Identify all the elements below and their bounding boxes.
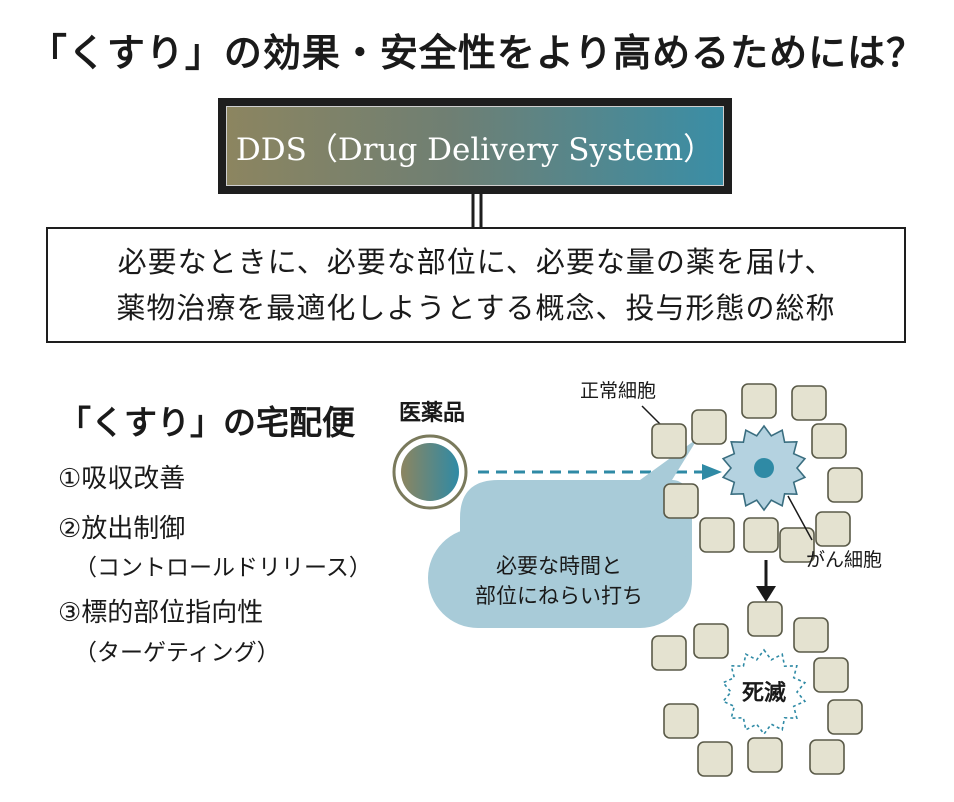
death-label: 死滅	[742, 681, 786, 706]
dds-label: DDS（Drug Delivery System）	[226, 106, 724, 186]
delivery-arrow	[478, 464, 722, 480]
bubble-line-2: 部位にねらい打ち	[475, 584, 643, 608]
definition-box: 必要なときに、必要な部位に、必要な量の薬を届け、 薬物治療を最適化しようとする概…	[46, 227, 906, 343]
speech-bubble: 必要な時間と 部位にねらい打ち	[428, 438, 698, 628]
cancer-cell-leader-line	[787, 495, 813, 541]
down-arrow-icon	[756, 560, 776, 602]
dds-diagram: 医薬品 必要な時間と 部位にねらい打ち 正常細胞 がん細胞	[392, 380, 882, 777]
feature-targeting: ③標的部位指向性	[58, 598, 264, 628]
bubble-line-1: 必要な時間と	[496, 554, 622, 578]
normal-cell-label: 正常細胞	[580, 380, 656, 402]
feature-release-control: ②放出制御	[58, 514, 186, 544]
feature-targeting-note: （ターゲティング）	[74, 640, 280, 666]
drug-capsule-icon	[392, 434, 468, 510]
page-title: 「くすり」の効果・安全性をより高めるためには？	[28, 31, 926, 75]
normal-cells-lower	[651, 601, 863, 777]
definition-line-2: 薬物治療を最適化しようとする概念、投与形態の総称	[116, 291, 836, 325]
cancer-cell-label: がん細胞	[806, 549, 882, 571]
cancer-cell-icon	[721, 424, 807, 512]
feature-absorption: ①吸収改善	[58, 464, 186, 494]
feature-release-control-note: （コントロールドリリース）	[74, 555, 372, 581]
drug-label: 医薬品	[399, 401, 465, 426]
normal-cells-upper	[651, 383, 863, 563]
definition-line-1: 必要なときに、必要な部位に、必要な量の薬を届け、	[117, 245, 835, 279]
dds-box: DDS（Drug Delivery System）	[218, 98, 732, 194]
delivery-title: 「くすり」の宅配便	[58, 403, 355, 442]
connector-line	[471, 194, 483, 228]
